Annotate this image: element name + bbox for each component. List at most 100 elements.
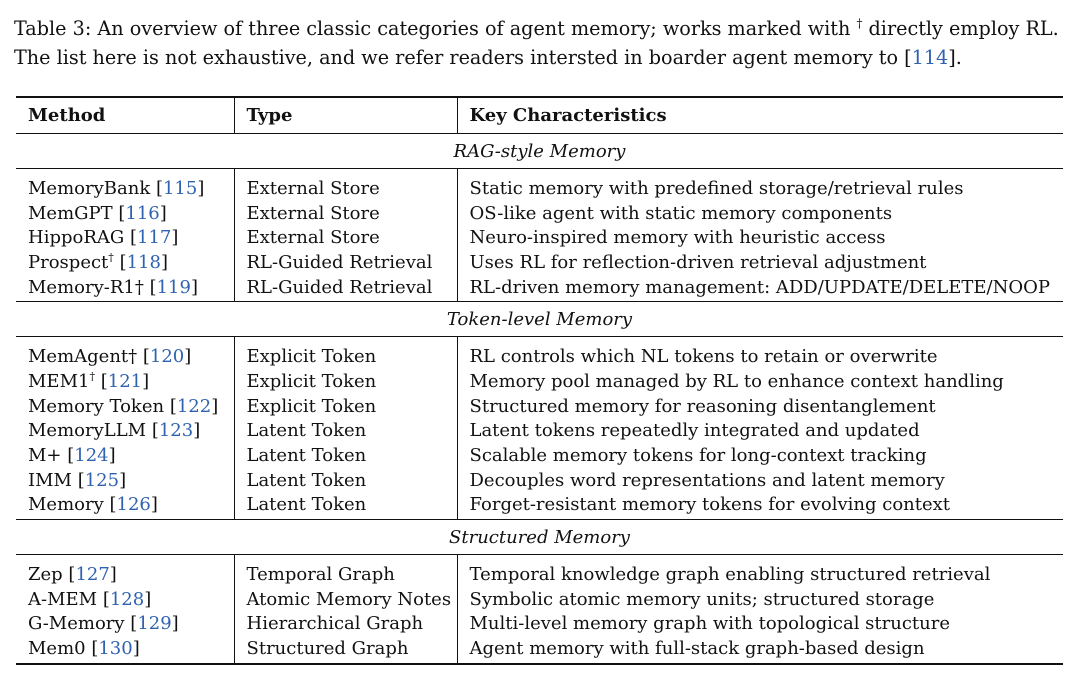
method-cell: M+ [124] (16, 443, 235, 468)
citation-link[interactable]: 125 (84, 469, 120, 491)
section-title: RAG-style Memory (16, 133, 1063, 169)
caption-text: directly employ RL. (862, 17, 1059, 40)
characteristics-cell: Decouples word representations and laten… (469, 469, 945, 491)
type-cell: External Store (234, 200, 458, 226)
method-name: Zep (28, 564, 63, 586)
method-cell: Memory-R1† [119] (16, 274, 235, 302)
table-row: IMM [125]Latent Token Decouples word repr… (16, 467, 1063, 493)
memory-table: Method Type Key Characteristics RAG-styl… (16, 96, 1063, 665)
type-cell: RL-Guided Retrieval (234, 274, 458, 302)
section-title: Token-level Memory (16, 301, 1063, 338)
method-name: MemoryBank (28, 177, 151, 199)
characteristics-cell: Structured memory for reasoning disentan… (469, 395, 936, 417)
method-name: MemoryLLM (28, 420, 147, 442)
dagger-mark: † (128, 346, 138, 368)
method-name: Mem0 (28, 638, 86, 660)
characteristics-cell: Agent memory with full-stack graph-based… (457, 636, 1063, 665)
section-title: Structured Memory (16, 519, 1063, 556)
table-row: MEM1† [121]Explicit Token Memory pool man… (16, 369, 1063, 394)
characteristics-cell: RL controls which NL tokens to retain or… (469, 346, 938, 368)
method-cell: HippoRAG [117] (16, 225, 235, 251)
method-cell: MemGPT [116] (16, 200, 235, 226)
dagger-mark: † (108, 250, 114, 264)
type-cell: Latent Token (234, 467, 458, 493)
type-cell: Temporal Graph (234, 554, 458, 587)
type-cell: Hierarchical Graph (234, 611, 458, 637)
caption-text: ]. (948, 46, 962, 69)
method-name: Memory-R1 (28, 276, 135, 298)
citation-link[interactable]: 127 (75, 564, 110, 586)
table-row: Zep [127]Temporal Graph Temporal knowledg… (16, 554, 1063, 587)
citation-link[interactable]: 126 (116, 494, 151, 516)
method-cell: MEM1† [121] (16, 369, 235, 394)
type-cell: Explicit Token (234, 336, 458, 370)
method-cell: Zep [127] (16, 554, 235, 587)
citation-link[interactable]: 118 (126, 251, 161, 273)
characteristics-cell: Symbolic atomic memory units; structured… (469, 588, 935, 610)
table-row: MemGPT [116]External Store OS-like agent … (16, 200, 1063, 226)
characteristics-cell: Scalable memory tokens for long-context … (469, 445, 927, 467)
type-cell: Latent Token (234, 443, 458, 468)
citation-link[interactable]: 116 (125, 202, 160, 224)
characteristics-cell: Multi-level memory graph with topologica… (469, 613, 951, 635)
citation-link[interactable]: 117 (137, 227, 172, 249)
table-header: Method Type Key Characteristics (16, 96, 1063, 134)
citation-link[interactable]: 128 (109, 588, 145, 610)
type-cell: RL-Guided Retrieval (234, 250, 458, 275)
citation-link[interactable]: 129 (137, 613, 172, 635)
method-cell: Prospect† [118] (16, 250, 235, 275)
method-name: IMM (28, 469, 72, 491)
characteristics-cell: Neuro-inspired memory with heuristic acc… (469, 227, 886, 249)
method-name: Memory (28, 494, 104, 516)
table-row: HippoRAG [117]External Store Neuro-inspir… (16, 225, 1063, 251)
table-caption: Table 3: An overview of three classic ca… (14, 14, 1066, 72)
citation-link[interactable]: 130 (98, 638, 133, 660)
characteristics-cell: OS-like agent with static memory compone… (469, 202, 893, 224)
caption-text: The list here is not exhaustive, and we … (14, 46, 912, 69)
method-name: M+ (28, 445, 62, 467)
characteristics-cell: Memory pool managed by RL to enhance con… (469, 370, 1004, 392)
method-name: MEM1 (28, 370, 90, 392)
method-name: MemGPT (28, 202, 113, 224)
citation-link[interactable]: 122 (176, 395, 212, 417)
citation-link[interactable]: 121 (107, 370, 143, 392)
citation-link[interactable]: 120 (149, 346, 185, 368)
method-cell: MemAgent† [120] (16, 336, 235, 370)
type-cell: Structured Graph (234, 636, 458, 665)
method-cell: MemoryBank [115] (16, 168, 235, 201)
method-name: MemAgent (28, 346, 129, 368)
citation-link[interactable]: 119 (156, 276, 191, 298)
header-row: Method Type Key Characteristics (16, 96, 1063, 134)
citation-link[interactable]: 124 (74, 445, 109, 467)
method-cell: IMM [125] (16, 467, 235, 493)
type-cell: Atomic Memory Notes (234, 586, 458, 612)
type-cell: Latent Token (234, 492, 458, 520)
method-cell: MemoryLLM [123] (16, 418, 235, 444)
method-cell: Mem0 [130] (16, 636, 235, 665)
dagger-mark: † (856, 16, 863, 31)
citation-link[interactable]: 115 (162, 177, 198, 199)
caption-line-2: The list here is not exhaustive, and we … (14, 43, 1066, 72)
characteristics-cell: Static memory with predefined storage/re… (469, 177, 964, 199)
citation-link[interactable]: 123 (158, 420, 194, 442)
citation-link[interactable]: 114 (911, 46, 949, 69)
characteristics-cell: RL-driven memory management: ADD/UPDATE/… (469, 276, 1050, 298)
type-cell: External Store (234, 225, 458, 251)
method-name: G-Memory (28, 613, 125, 635)
type-cell: Explicit Token (234, 393, 458, 419)
method-cell: Memory [126] (16, 492, 235, 520)
method-name: Prospect (28, 251, 109, 273)
characteristics-cell: Temporal knowledge graph enabling struct… (469, 564, 991, 586)
caption-line-1: Table 3: An overview of three classic ca… (14, 14, 1066, 43)
header-key-characteristics: Key Characteristics (457, 96, 1063, 134)
type-cell: Explicit Token (234, 369, 458, 394)
characteristics-cell: Latent tokens repeatedly integrated and … (469, 420, 920, 442)
method-cell: A-MEM [128] (16, 586, 235, 612)
